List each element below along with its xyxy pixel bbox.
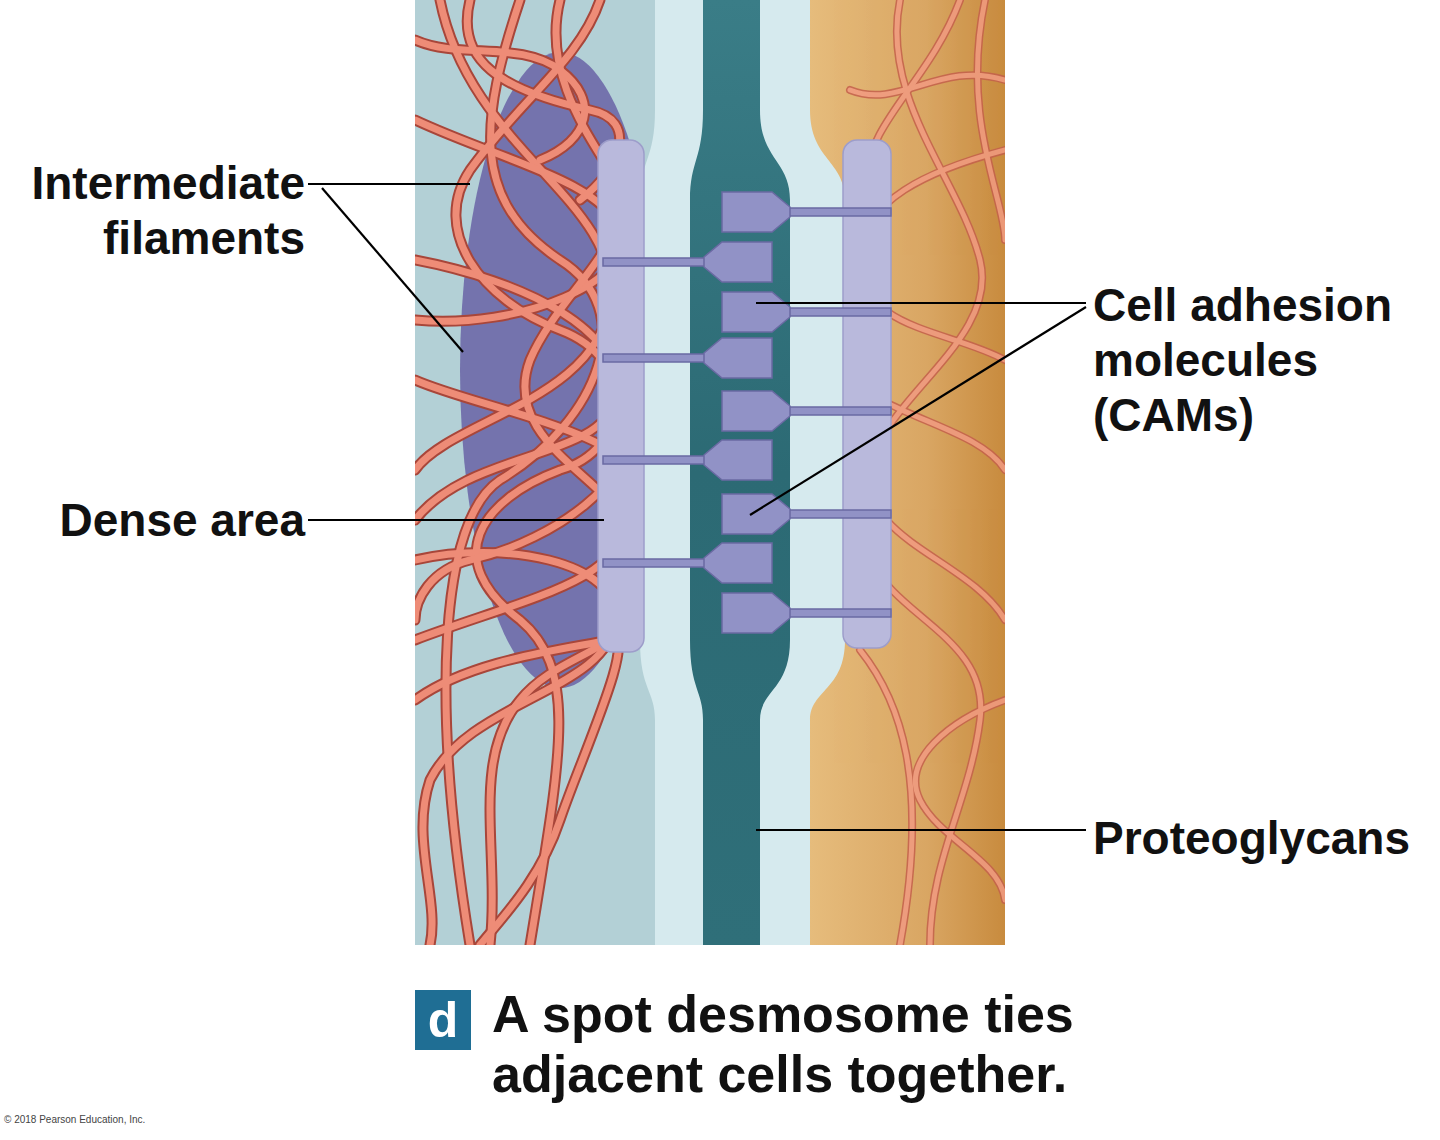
proteoglycan-layer bbox=[690, 0, 790, 945]
cam-head bbox=[722, 292, 790, 332]
cam-head bbox=[722, 494, 790, 534]
part-label: Intermediate filaments bbox=[5, 156, 305, 266]
cell-membrane bbox=[415, 0, 1005, 945]
filament-outline bbox=[415, 0, 623, 945]
part-label: Dense area bbox=[5, 493, 305, 548]
right-cytoplasm bbox=[810, 0, 1005, 945]
figure-caption: A spot desmosome ties adjacent cells tog… bbox=[492, 984, 1112, 1104]
cam-rod bbox=[787, 208, 891, 216]
cam-head bbox=[704, 338, 772, 378]
leader-line bbox=[750, 307, 1086, 515]
cam-rod bbox=[787, 609, 891, 617]
cam-head bbox=[722, 391, 790, 431]
cam-head bbox=[704, 242, 772, 282]
cam-rod bbox=[787, 407, 891, 415]
part-label: Proteoglycans bbox=[1093, 811, 1440, 866]
cam-rod bbox=[603, 456, 707, 464]
cam-rod bbox=[787, 510, 891, 518]
leader-lines bbox=[308, 184, 1086, 830]
cam-head bbox=[704, 543, 772, 583]
cam-rod bbox=[603, 354, 707, 362]
leader-line bbox=[756, 829, 1086, 831]
cam-head bbox=[704, 440, 772, 480]
cam-rod bbox=[603, 258, 707, 266]
copyright-note: © 2018 Pearson Education, Inc. bbox=[4, 1113, 304, 1127]
leader-line bbox=[322, 188, 463, 352]
cam-rod bbox=[787, 308, 891, 316]
filament-body bbox=[415, 0, 623, 945]
cam-rod bbox=[603, 559, 707, 567]
leader-line bbox=[308, 519, 604, 521]
part-label: Cell adhesion molecules (CAMs) bbox=[1093, 278, 1438, 443]
left-filaments bbox=[415, 0, 623, 945]
leader-line bbox=[308, 183, 470, 185]
cam-group bbox=[722, 192, 891, 633]
panel-letter: d bbox=[428, 995, 459, 1045]
dense-plaque bbox=[598, 140, 644, 652]
cam-head bbox=[722, 593, 790, 633]
panel-letter-badge: d bbox=[415, 990, 471, 1050]
cam-head bbox=[722, 192, 790, 232]
leader-line bbox=[756, 302, 1086, 304]
